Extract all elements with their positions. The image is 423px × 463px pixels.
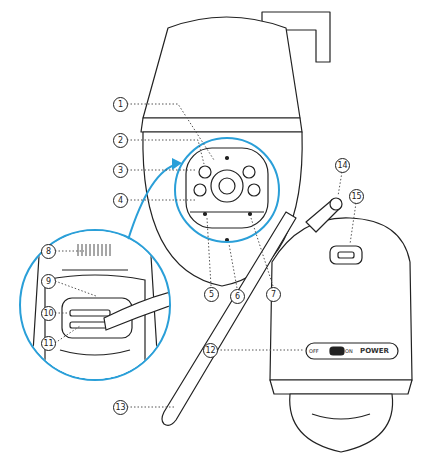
- callout-number: 12: [203, 343, 218, 358]
- switch-label: ON: [345, 349, 353, 354]
- callout-number: 9: [41, 274, 56, 289]
- callout-number: 8: [41, 244, 56, 259]
- callout-number: 14: [335, 158, 350, 173]
- switch-label: OFF: [309, 349, 319, 354]
- callout-number: 4: [113, 193, 128, 208]
- switch-label: POWER: [360, 348, 389, 355]
- callout-number: 7: [266, 287, 281, 302]
- callout-number: 11: [41, 336, 56, 351]
- callout-number: 15: [349, 189, 364, 204]
- callout-number: 1: [113, 97, 128, 112]
- callout-number: 5: [204, 287, 219, 302]
- callout-number: 3: [113, 163, 128, 178]
- callout-number: 6: [230, 289, 245, 304]
- callout-number: 10: [41, 306, 56, 321]
- callout-number: 2: [113, 133, 128, 148]
- callout-number: 13: [113, 400, 128, 415]
